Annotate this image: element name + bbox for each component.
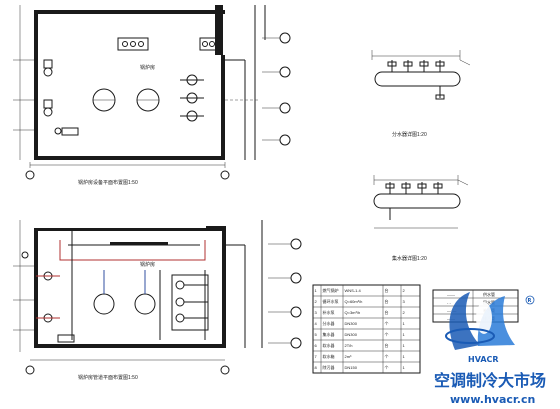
url-text: www.hvacr.cn (450, 393, 535, 406)
legend-row: —— 供水管 (447, 291, 495, 297)
table-cell: 1 (403, 365, 406, 370)
table-cell: 3 (403, 299, 406, 304)
table-cell: 除污器 (323, 364, 335, 370)
table-cell: 燃气锅炉 (323, 287, 339, 293)
room-label-bottom: 锅炉房 (140, 261, 155, 268)
table-cell: 台 (385, 298, 389, 304)
table-row: 7 软水箱 2m³ 个 1 (315, 353, 406, 359)
table-cell: DN150 (345, 365, 358, 370)
table-cell: 软水箱 (323, 353, 335, 359)
table-cell: 循环水泵 (323, 298, 339, 304)
table-cell: 软水器 (323, 342, 335, 348)
table-cell: 2T/h (345, 343, 353, 348)
table-row: 8 除污器 DN150 个 1 (315, 364, 406, 370)
table-cell: 集水器 (323, 331, 335, 337)
table-cell: 7 (315, 354, 318, 359)
brand-text: 空调制冷大市场 (434, 371, 546, 390)
table-row: 4 分水器 DN300 个 1 (315, 320, 406, 326)
table-cell: 台 (385, 342, 389, 348)
table-cell: 补水泵 (323, 309, 335, 315)
table-row: 6 软水器 2T/h 台 1 (315, 342, 406, 348)
distributor-detail: 分水器详图1:20 (371, 50, 471, 138)
table-cell: 个 (385, 332, 389, 337)
table-cell: 1 (403, 321, 406, 326)
table-cell: 8 (315, 365, 318, 370)
legend-symbol: - - (447, 300, 451, 305)
hvacr-watermark: R HVACR 空调制冷大市场 www.hvacr.cn (434, 292, 546, 406)
table-cell: DN300 (345, 321, 358, 326)
table-cell: 个 (385, 321, 389, 326)
plan-bottom-caption: 锅炉房管道平面布置图1:50 (78, 374, 138, 381)
table-cell: 台 (385, 287, 389, 293)
room-label-top: 锅炉房 (140, 64, 155, 71)
distributor-caption: 分水器详图1:20 (392, 131, 427, 138)
table-cell: 5 (315, 332, 318, 337)
table-cell: 1 (403, 332, 406, 337)
legend-symbol: —— (447, 292, 455, 297)
table-cell: Q=60m³/h (345, 299, 363, 304)
table-row: 2 循环水泵 Q=60m³/h 台 3 (315, 298, 406, 304)
hvacr-logo-icon: R (445, 292, 535, 350)
table-cell: 3 (315, 310, 318, 315)
table-cell: 个 (385, 354, 389, 359)
table-cell: Q=3m³/h (345, 310, 361, 315)
table-cell: 4 (315, 321, 318, 326)
table-cell: 台 (385, 309, 389, 315)
table-cell: 2 (403, 310, 406, 315)
bottom-floor-plan: 锅炉房 锅炉房管道平面布置图1:50 (13, 220, 302, 381)
legend-row: - - 回水管 (447, 299, 495, 305)
table-cell: WNS-1.4 (345, 288, 362, 293)
table-cell: 2 (315, 299, 318, 304)
plan-top-caption: 锅炉房设备平面布置图1:50 (78, 179, 138, 186)
legend-label: 供水管 (483, 291, 495, 297)
collector-caption: 集水器详图1:20 (392, 255, 427, 262)
svg-text:R: R (528, 298, 532, 304)
table-cell: 1 (315, 288, 318, 293)
table-row: 3 补水泵 Q=3m³/h 台 2 (315, 309, 406, 315)
legend-table: ——供水管- -回水管—·—补水管——排污管 (432, 289, 519, 323)
table-cell: DN300 (345, 332, 358, 337)
table-row: 5 集水器 DN300 个 1 (315, 331, 406, 337)
logo-text: HVACR (468, 355, 499, 364)
table-cell: 个 (385, 365, 389, 370)
top-floor-plan: 锅炉房 锅炉房设备平面布置图1:50 (13, 5, 291, 186)
table-cell: 1 (403, 343, 406, 348)
table-cell: 1 (403, 354, 406, 359)
table-cell: 2 (403, 288, 406, 293)
table-cell: 6 (315, 343, 318, 348)
table-cell: 2m³ (345, 354, 353, 359)
legend-label: 回水管 (483, 299, 495, 305)
collector-detail: 集水器详图1:20 (373, 175, 469, 262)
table-row: 1 燃气锅炉 WNS-1.4 台 2 (315, 287, 406, 293)
equipment-table: 1 燃气锅炉 WNS-1.4 台 2 2 循环水泵 Q=60m³/h 台 3 3 补水泵 Q=3m³/h… (312, 284, 421, 374)
table-cell: 分水器 (323, 320, 335, 326)
